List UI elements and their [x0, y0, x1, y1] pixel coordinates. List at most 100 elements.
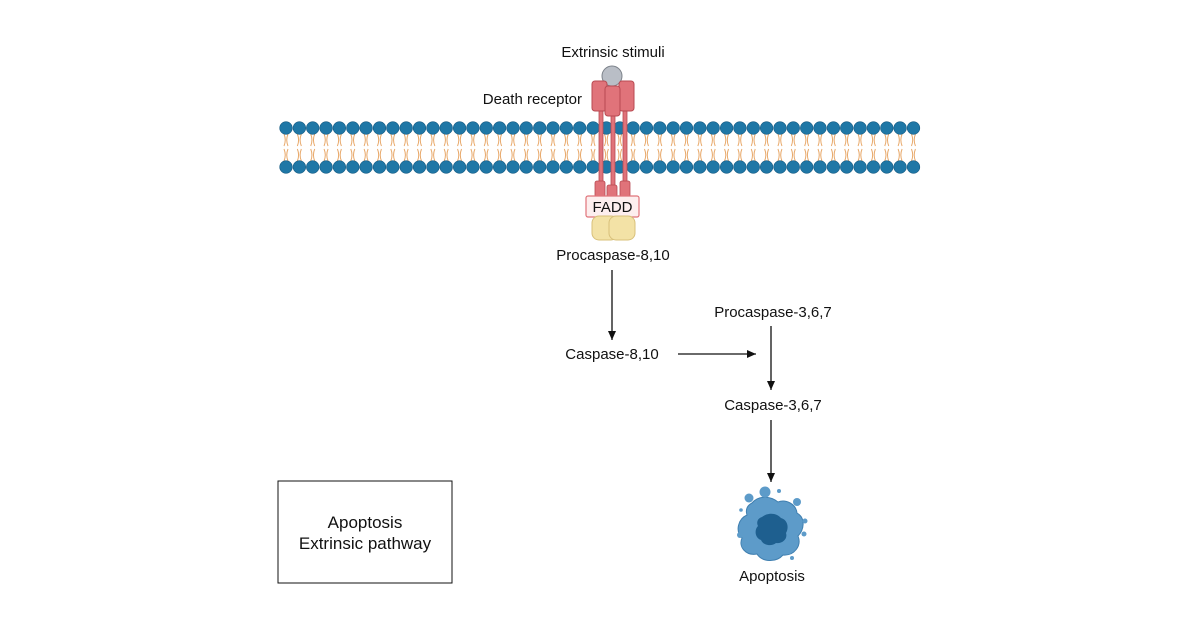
lipid-head — [906, 121, 921, 135]
lipid-head — [840, 160, 854, 174]
lipid-head — [679, 160, 694, 174]
lipid-head — [759, 160, 774, 174]
lipid-head — [573, 160, 587, 174]
lipid-head — [746, 121, 760, 135]
lipid-head — [880, 160, 894, 174]
lipid-head — [386, 160, 400, 174]
caspase-8-10-label: Caspase-8,10 — [565, 346, 658, 363]
lipid-head — [786, 121, 800, 135]
lipid-head — [853, 160, 867, 174]
lipid-head — [533, 121, 547, 135]
lipid-head — [412, 160, 427, 174]
extrinsic-stimuli-label: Extrinsic stimuli — [561, 44, 664, 61]
lipid-head — [626, 160, 640, 174]
lipid-head — [559, 121, 574, 135]
lipid-head — [826, 121, 841, 135]
lipid-head — [800, 160, 814, 174]
lipid-head — [493, 160, 507, 174]
death-receptor — [591, 65, 635, 200]
lipid-head — [746, 160, 760, 174]
lipid-head — [493, 121, 507, 135]
lipid-head — [453, 160, 467, 174]
lipid-head — [319, 160, 333, 174]
lipid-head — [506, 121, 520, 135]
lipid-head — [813, 121, 827, 135]
lipid-head — [479, 160, 493, 174]
lipid-head — [546, 160, 560, 174]
lipid-head — [826, 160, 841, 174]
lipid-head — [519, 121, 533, 135]
lipid-head — [306, 121, 320, 135]
lipid-head — [893, 121, 907, 135]
apoptosis-label: Apoptosis — [739, 568, 805, 585]
lipid-head — [880, 121, 894, 135]
lipid-head — [853, 121, 867, 135]
lipid-head — [372, 121, 387, 135]
lipid-head — [773, 121, 787, 135]
lipid-head — [412, 121, 427, 135]
lipid-head — [653, 160, 667, 174]
lipid-head — [292, 160, 307, 174]
lipid-head — [346, 121, 360, 135]
lipid-head — [546, 121, 560, 135]
lipid-head — [639, 121, 654, 135]
lipid-head — [399, 160, 413, 174]
lipid-head — [866, 160, 881, 174]
lipid-head — [519, 160, 533, 174]
lipid-head — [586, 121, 600, 135]
lipid-head — [426, 160, 440, 174]
lipid-head — [719, 160, 734, 174]
lipid-head — [439, 160, 453, 174]
procaspase-8-10-label: Procaspase-8,10 — [556, 247, 669, 264]
lipid-head — [866, 121, 881, 135]
lipid-head — [786, 160, 800, 174]
lipid-head — [399, 121, 413, 135]
lipid-head — [693, 121, 707, 135]
lipid-head — [800, 121, 814, 135]
membrane-inner-leaflet — [279, 160, 921, 174]
lipid-head — [466, 160, 480, 174]
procaspase-3-6-7-label: Procaspase-3,6,7 — [714, 304, 832, 321]
lipid-head — [893, 160, 907, 174]
fadd-label: FADD — [592, 199, 632, 216]
cell-membrane — [279, 121, 921, 174]
lipid-head — [813, 160, 827, 174]
lipid-head — [559, 160, 574, 174]
fadd-adaptor: FADD — [585, 195, 640, 218]
apoptotic-cell-icon — [737, 486, 808, 561]
lipid-head — [626, 121, 640, 135]
lipid-head — [533, 160, 547, 174]
procaspase-8-10-shape — [591, 215, 636, 241]
lipid-head — [679, 121, 694, 135]
lipid-head — [359, 121, 373, 135]
lipid-head — [773, 160, 787, 174]
lipid-head — [439, 121, 453, 135]
lipid-head — [386, 121, 400, 135]
lipid-head — [279, 121, 293, 135]
lipid-head — [586, 160, 600, 174]
lipid-head — [733, 160, 747, 174]
lipid-head — [346, 160, 360, 174]
lipid-head — [693, 160, 707, 174]
lipid-head — [332, 121, 347, 135]
legend-title-line-1: Apoptosis — [328, 513, 403, 532]
lipid-head — [653, 121, 667, 135]
lipid-head — [479, 121, 493, 135]
death-receptor-label: Death receptor — [483, 91, 582, 108]
lipid-head — [306, 160, 320, 174]
lipid-head — [759, 121, 774, 135]
lipid-head — [666, 160, 680, 174]
lipid-head — [359, 160, 373, 174]
lipid-head — [666, 121, 680, 135]
lipid-head — [506, 160, 520, 174]
lipid-head — [332, 160, 347, 174]
lipid-head — [906, 160, 921, 174]
caspase-3-6-7-label: Caspase-3,6,7 — [724, 397, 822, 414]
lipid-head — [733, 121, 747, 135]
lipid-head — [719, 121, 734, 135]
lipid-head — [706, 160, 720, 174]
lipid-head — [426, 121, 440, 135]
lipid-head — [573, 121, 587, 135]
lipid-head — [639, 160, 654, 174]
